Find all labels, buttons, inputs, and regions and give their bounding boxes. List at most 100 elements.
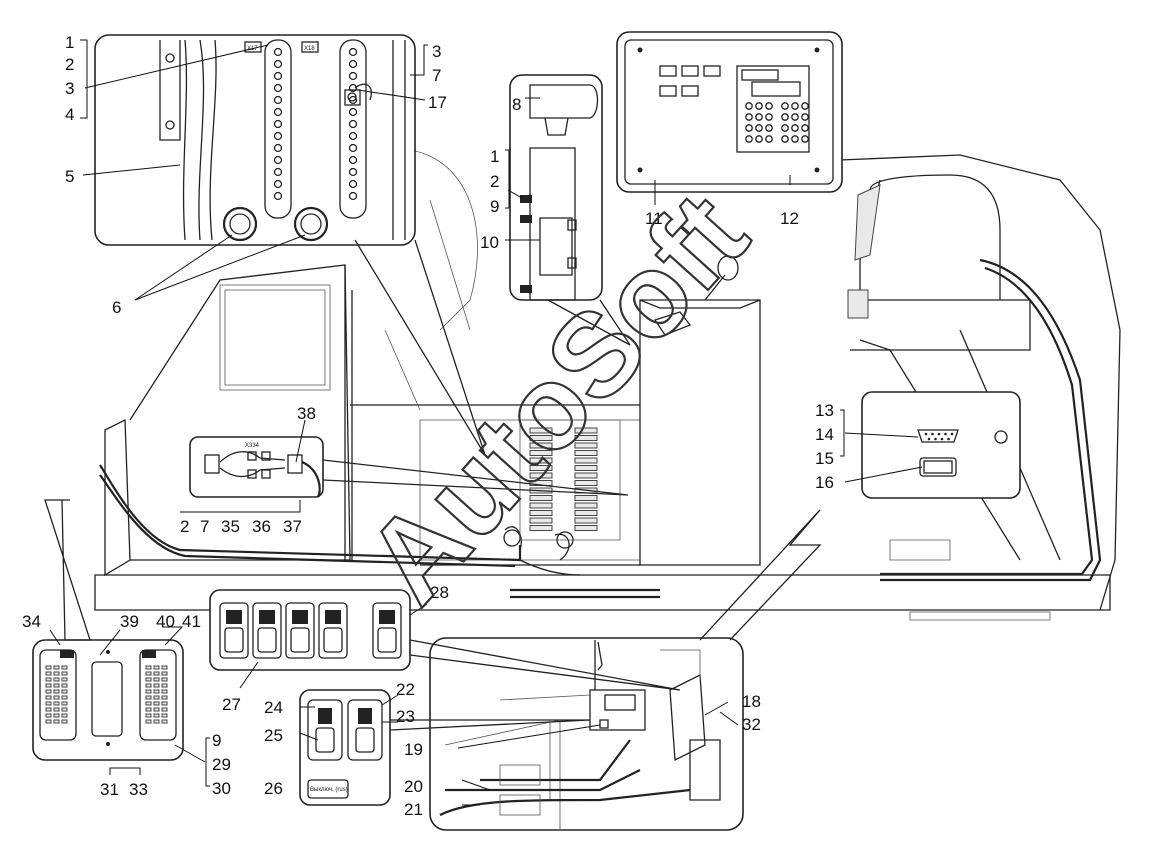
label-22: 22 bbox=[396, 680, 415, 699]
keypad-key bbox=[791, 102, 799, 110]
fuse bbox=[529, 427, 553, 434]
rocker-switch bbox=[318, 602, 348, 659]
socket-pin bbox=[45, 695, 52, 700]
rocker-switch bbox=[219, 602, 249, 659]
label-13: 13 bbox=[815, 401, 834, 420]
terminal-pin bbox=[348, 71, 358, 81]
label-9b: 9 bbox=[212, 731, 221, 750]
fuse bbox=[574, 510, 598, 516]
socket-pin bbox=[153, 707, 160, 712]
db9-pin bbox=[940, 437, 944, 441]
label-6: 6 bbox=[112, 298, 121, 317]
socket-pin bbox=[161, 719, 168, 724]
keypad-key bbox=[801, 135, 809, 143]
terminal-pin bbox=[273, 95, 283, 105]
terminal-pin bbox=[348, 155, 358, 165]
terminal-pin bbox=[273, 143, 283, 153]
label-23: 23 bbox=[396, 707, 415, 726]
rocker-switch-key bbox=[377, 627, 397, 653]
socket-pin bbox=[153, 713, 160, 718]
socket-pin bbox=[145, 713, 152, 718]
terminal-pin bbox=[273, 167, 283, 177]
socket-pin bbox=[53, 683, 60, 688]
label-7b: 7 bbox=[200, 517, 209, 536]
socket-pin bbox=[145, 719, 152, 724]
terminal-pin bbox=[273, 131, 283, 141]
terminal-pin bbox=[348, 191, 358, 201]
rocker-switch-key bbox=[257, 627, 277, 653]
socket-pin bbox=[161, 683, 168, 688]
keypad-key bbox=[765, 113, 773, 121]
label-16: 16 bbox=[815, 473, 834, 492]
wiring-harness bbox=[99, 258, 1102, 599]
keypad-key bbox=[791, 113, 799, 121]
label-28: 28 bbox=[430, 583, 449, 602]
db9-pin bbox=[937, 432, 941, 436]
indicator-icon bbox=[659, 85, 677, 97]
terminal-pin bbox=[348, 167, 358, 177]
fuse-block bbox=[519, 419, 621, 541]
terminal-pin bbox=[348, 59, 358, 69]
keypad-key bbox=[801, 124, 809, 132]
socket-pin bbox=[45, 719, 52, 724]
detail-switch-bar bbox=[209, 589, 411, 671]
label-7: 7 bbox=[432, 66, 441, 85]
keypad-key bbox=[745, 102, 753, 110]
socket-pin bbox=[53, 701, 60, 706]
socket-pin bbox=[61, 707, 68, 712]
socket-pin bbox=[45, 701, 52, 706]
label-25: 25 bbox=[264, 726, 283, 745]
keypad-key bbox=[781, 102, 789, 110]
socket-pin bbox=[53, 695, 60, 700]
label-2: 2 bbox=[65, 55, 74, 74]
keypad-key bbox=[745, 113, 753, 121]
terminal-pin bbox=[273, 47, 283, 57]
socket-pin bbox=[53, 713, 60, 718]
terminal-pin bbox=[273, 155, 283, 165]
indicator-icon bbox=[681, 65, 699, 77]
keypad-key bbox=[781, 135, 789, 143]
label-10: 10 bbox=[480, 233, 499, 252]
label-21: 21 bbox=[404, 800, 423, 819]
rocker-switch-lamp bbox=[226, 610, 242, 624]
socket-pin bbox=[45, 677, 52, 682]
fuse bbox=[574, 427, 598, 434]
db9-pin bbox=[927, 437, 931, 441]
socket-pin bbox=[61, 689, 68, 694]
socket-pin bbox=[161, 707, 168, 712]
detail-terminal-panel bbox=[616, 31, 843, 193]
label-4: 4 bbox=[65, 105, 74, 124]
label-3b: 3 bbox=[432, 42, 441, 61]
fuse bbox=[529, 502, 553, 509]
fuse bbox=[574, 457, 598, 464]
label-24: 24 bbox=[264, 698, 283, 717]
terminal-pin bbox=[348, 131, 358, 141]
socket-pin bbox=[45, 671, 52, 676]
terminal-pin bbox=[273, 191, 283, 201]
indicator-icon bbox=[703, 65, 721, 77]
db9-pin bbox=[950, 432, 954, 436]
socket-pin bbox=[161, 689, 168, 694]
detail-bracket-panel bbox=[509, 74, 603, 301]
label-41: 41 bbox=[182, 612, 201, 631]
fuse bbox=[574, 495, 598, 501]
socket-pin bbox=[53, 707, 60, 712]
socket-pin bbox=[161, 701, 168, 706]
terminal-pin bbox=[348, 119, 358, 129]
fuse bbox=[529, 472, 553, 479]
fuse bbox=[529, 442, 553, 449]
label-9: 9 bbox=[490, 197, 499, 216]
detail-x334-panel: X334 bbox=[189, 436, 324, 498]
label-11: 11 bbox=[645, 209, 663, 228]
fuse bbox=[574, 502, 598, 509]
label-36: 36 bbox=[252, 517, 271, 536]
fuse bbox=[574, 435, 598, 441]
socket-pin bbox=[145, 695, 152, 700]
keypad-key bbox=[745, 124, 753, 132]
terminal-pin bbox=[273, 83, 283, 93]
label-2b: 2 bbox=[490, 172, 499, 191]
rocker-switch-lamp bbox=[379, 610, 395, 624]
keypad-key bbox=[801, 102, 809, 110]
rocker-switch-lamp bbox=[325, 610, 341, 624]
